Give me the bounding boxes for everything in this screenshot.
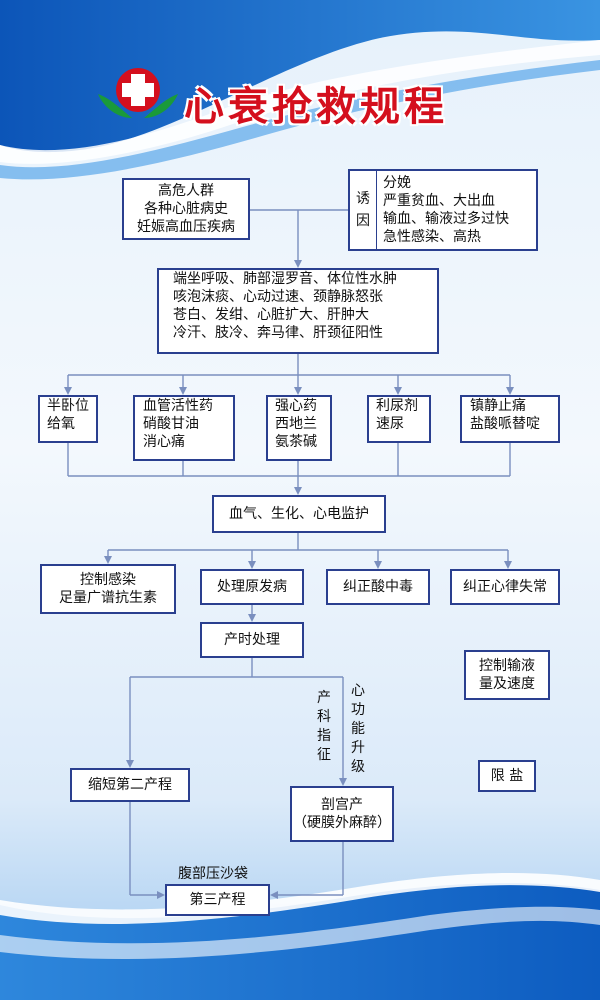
trigger-item: 急性感染、高热 bbox=[383, 229, 481, 245]
cesarean-line: 剖宫产 bbox=[321, 797, 363, 813]
abdominal-sandbag-label: 腹部压沙袋 bbox=[178, 866, 248, 882]
cesarean-line: （硬膜外麻醉） bbox=[293, 815, 391, 831]
risk-group-line: 各种心脏病史 bbox=[144, 201, 228, 217]
symptom-line: 端坐呼吸、肺部湿罗音、体位性水肿 bbox=[173, 271, 397, 287]
monitoring-text: 血气、生化、心电监护 bbox=[229, 506, 369, 522]
risk-group-line: 妊娠高血压疾病 bbox=[137, 219, 235, 235]
triggers-label: 诱 因 bbox=[350, 171, 377, 249]
symptom-line: 苍白、发绀、心脏扩大、肝肿大 bbox=[173, 307, 369, 323]
followup-line: 处理原发病 bbox=[217, 579, 287, 595]
treatment-line: 盐酸哌替啶 bbox=[470, 416, 540, 432]
treatment-box: 血管活性药 硝酸甘油 消心痛 bbox=[133, 395, 235, 461]
treatment-line: 消心痛 bbox=[143, 434, 185, 450]
monitoring-box: 血气、生化、心电监护 bbox=[212, 495, 386, 533]
risk-group-line: 高危人群 bbox=[158, 183, 214, 199]
followup-box: 纠正心律失常 bbox=[450, 569, 560, 605]
treatment-box: 强心药 西地兰 氨茶碱 bbox=[266, 395, 332, 461]
red-cross-logo bbox=[98, 68, 178, 118]
treatment-line: 血管活性药 bbox=[143, 398, 213, 414]
treatment-line: 镇静止痛 bbox=[470, 398, 526, 414]
third-stage-box: 第三产程 bbox=[165, 884, 270, 916]
followup-box: 纠正酸中毒 bbox=[326, 569, 430, 605]
treatment-box: 利尿剂 速尿 bbox=[367, 395, 431, 443]
fluid-control-line: 控制输液 bbox=[479, 658, 535, 674]
triggers-box: 诱 因 分娩 严重贫血、大出血 输血、输液过多过快 急性感染、高热 bbox=[348, 169, 538, 251]
labor-management-text: 产时处理 bbox=[224, 632, 280, 648]
treatment-line: 强心药 bbox=[275, 398, 317, 414]
followup-box: 控制感染 足量广谱抗生素 bbox=[40, 564, 176, 614]
treatment-line: 利尿剂 bbox=[376, 398, 418, 414]
third-stage-text: 第三产程 bbox=[189, 892, 246, 908]
salt-limit-box: 限 盐 bbox=[478, 760, 536, 792]
symptoms-box: 端坐呼吸、肺部湿罗音、体位性水肿 咳泡沫痰、心动过速、颈静脉怒张 苍白、发绀、心… bbox=[157, 268, 439, 354]
fluid-control-line: 量及速度 bbox=[479, 676, 535, 692]
page-title: 心衰抢救规程 bbox=[184, 84, 448, 130]
risk-group-box: 高危人群 各种心脏病史 妊娠高血压疾病 bbox=[122, 178, 250, 240]
shorten-second-stage-text: 缩短第二产程 bbox=[88, 777, 172, 793]
symptom-line: 冷汗、肢冷、奔马律、肝颈征阳性 bbox=[173, 325, 383, 341]
followup-line: 纠正心律失常 bbox=[463, 579, 547, 595]
treatment-line: 半卧位 bbox=[47, 398, 89, 414]
salt-limit-text: 限 盐 bbox=[490, 768, 524, 784]
treatment-line: 速尿 bbox=[376, 416, 404, 432]
shorten-second-stage-box: 缩短第二产程 bbox=[70, 768, 190, 802]
cesarean-box: 剖宫产 （硬膜外麻醉） bbox=[290, 786, 394, 842]
triggers-list: 分娩 严重贫血、大出血 输血、输液过多过快 急性感染、高热 bbox=[377, 174, 509, 246]
trigger-item: 分娩 bbox=[383, 175, 411, 191]
treatment-box: 镇静止痛 盐酸哌替啶 bbox=[460, 395, 560, 443]
treatment-line: 氨茶碱 bbox=[275, 434, 317, 450]
triggers-label-char: 因 bbox=[356, 213, 370, 229]
obstetric-indication-label: 产科指征 bbox=[317, 690, 331, 763]
followup-line: 纠正酸中毒 bbox=[343, 579, 413, 595]
labor-management-box: 产时处理 bbox=[200, 622, 304, 658]
treatment-line: 西地兰 bbox=[275, 416, 317, 432]
treatment-line: 硝酸甘油 bbox=[143, 416, 199, 432]
followup-line: 足量广谱抗生素 bbox=[59, 590, 157, 606]
followup-box: 处理原发病 bbox=[200, 569, 304, 605]
triggers-label-char: 诱 bbox=[356, 191, 370, 207]
trigger-item: 输血、输液过多过快 bbox=[383, 211, 509, 227]
trigger-item: 严重贫血、大出血 bbox=[383, 193, 495, 209]
treatment-line: 给氧 bbox=[47, 416, 75, 432]
treatment-box: 半卧位 给氧 bbox=[38, 395, 98, 443]
cardiac-function-upgrade-label: 心功能升级 bbox=[351, 683, 365, 775]
fluid-control-box: 控制输液 量及速度 bbox=[464, 650, 550, 700]
symptom-line: 咳泡沫痰、心动过速、颈静脉怒张 bbox=[173, 289, 383, 305]
followup-line: 控制感染 bbox=[80, 572, 136, 588]
